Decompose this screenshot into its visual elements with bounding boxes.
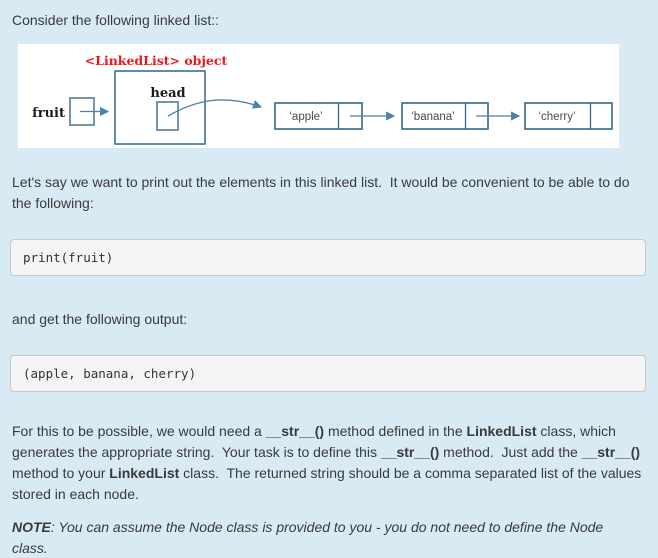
output-paragraph: and get the following output: bbox=[12, 311, 188, 327]
task-segment: For this to be possible, we would need a bbox=[12, 423, 266, 439]
head-to-apple-arrow bbox=[167, 99, 263, 117]
code-text-output: (apple, banana, cherry) bbox=[23, 366, 197, 381]
task-segment-str-method: __str__() bbox=[380, 444, 440, 460]
note-text: : You can assume the Node class is provi… bbox=[12, 519, 608, 556]
task-segment: method defined in the bbox=[324, 423, 467, 439]
task-segment: method to your bbox=[12, 444, 644, 481]
node-apple-box bbox=[274, 102, 363, 130]
intro-text: Consider the following linked list:: bbox=[12, 12, 219, 28]
lead-paragraph: Let's say we want to print out the eleme… bbox=[12, 174, 634, 211]
task-segment: class. The returned string should be a c… bbox=[12, 465, 646, 502]
node-cherry-value: ‘cherry’ bbox=[538, 111, 575, 123]
task-segment: class, which generates the appropriate s… bbox=[12, 423, 620, 460]
task-segment-str-method: __str__() bbox=[265, 423, 325, 439]
code-block-output: (apple, banana, cherry) bbox=[10, 355, 646, 392]
task-segment: method. Just add the bbox=[439, 444, 582, 460]
task-segment-str-method: __str__() bbox=[581, 444, 641, 460]
task-segment-linkedlist: LinkedList bbox=[466, 423, 537, 439]
head-label: head bbox=[150, 86, 185, 101]
linked-list-diagram-svg: <LinkedList> object head fruit ‘apple’ ‘… bbox=[32, 53, 613, 145]
note-label: NOTE bbox=[12, 519, 51, 535]
node-banana-value: ‘banana’ bbox=[411, 111, 454, 123]
object-type-label: <LinkedList> object bbox=[85, 53, 228, 68]
task-paragraph: For this to be possible, we would need a… bbox=[12, 421, 642, 505]
node-banana-box bbox=[401, 102, 489, 130]
note-paragraph: NOTE: You can assume the Node class is p… bbox=[12, 517, 634, 558]
code-block-print: print(fruit) bbox=[10, 239, 646, 276]
head-pointer-box bbox=[156, 101, 179, 131]
task-segment-linkedlist: LinkedList bbox=[109, 465, 180, 481]
node-apple-value: ‘apple’ bbox=[289, 111, 322, 123]
linked-list-diagram: <LinkedList> object head fruit ‘apple’ ‘… bbox=[18, 44, 619, 148]
fruit-variable-label: fruit bbox=[32, 106, 65, 121]
code-text-print: print(fruit) bbox=[23, 250, 114, 265]
node-cherry-box bbox=[524, 102, 613, 130]
